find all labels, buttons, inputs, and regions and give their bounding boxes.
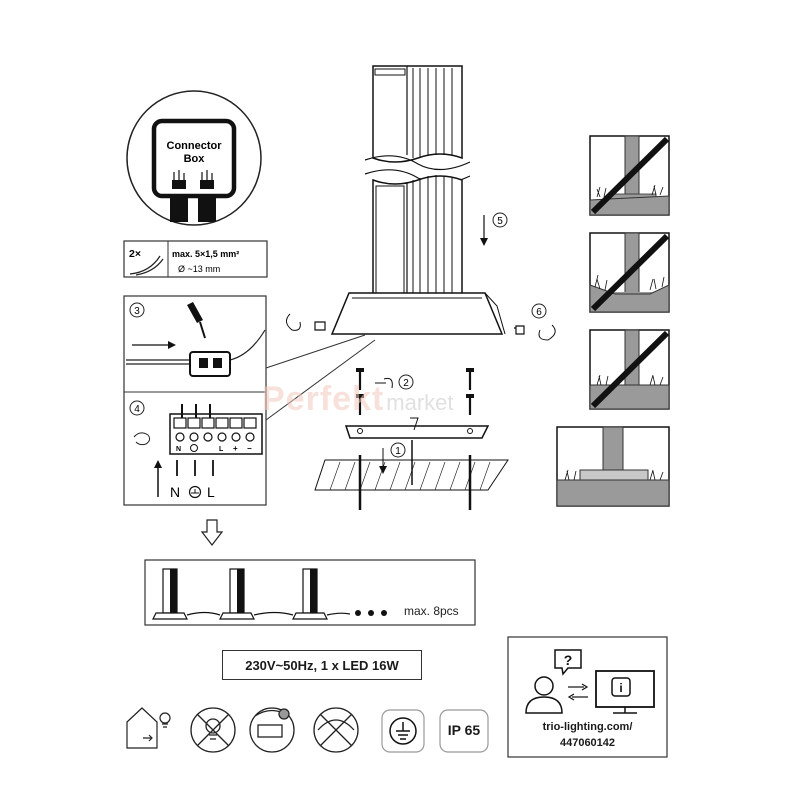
svg-text:i: i — [619, 681, 622, 695]
forbidden-slash-icon — [590, 233, 670, 312]
house-bulb-icon — [126, 707, 171, 749]
connector-box-illustration: Connector Box — [126, 90, 262, 226]
watermark-brand-a: Perfekt — [262, 380, 385, 418]
power-spec-box: 230V~50Hz, 1 x LED 16W — [222, 650, 422, 680]
rotate-step2-icon — [383, 377, 393, 389]
question-bubble-icon — [554, 649, 582, 676]
ip-rating-badge — [439, 709, 489, 753]
wire-right — [229, 329, 266, 361]
rotate-right-icon — [538, 324, 556, 341]
watermark-brand-b: market — [386, 390, 454, 415]
terminal-minus-label: − — [247, 444, 252, 453]
svg-text:?: ? — [564, 652, 573, 668]
grass-marks — [564, 184, 665, 481]
step-6-number: 6 — [536, 307, 542, 318]
light-post-illustration — [330, 65, 506, 335]
step-4-number: 4 — [134, 404, 140, 415]
cable-icon — [129, 255, 164, 276]
person-icon — [525, 676, 563, 714]
forbidden-slash-icon — [590, 136, 670, 215]
terminal-block-step3 — [189, 351, 231, 377]
terminal-block-step4 — [169, 404, 263, 455]
screw-right-icon — [514, 325, 525, 335]
mounting-illustration: 2 1 — [314, 368, 509, 510]
step-2-number: 2 — [403, 378, 409, 389]
wire-n-label: N — [170, 484, 180, 500]
cable-max-section: max. 5×1,5 mm² — [172, 249, 239, 259]
ground-variant-2-forbidden — [589, 232, 670, 313]
cable-diameter: Ø ~13 mm — [178, 264, 220, 274]
terminal-l-label: L — [219, 446, 224, 453]
ground-variant-4-correct — [556, 426, 670, 507]
wiring-panel: 3 4 — [123, 295, 267, 506]
exchange-arrows-icon — [567, 683, 589, 701]
no-dimmer-icon — [313, 707, 359, 753]
terminal-plus-label: + — [233, 444, 238, 453]
screwdriver-icon — [187, 302, 206, 339]
info-monitor-icon: i — [595, 670, 655, 714]
ip-rating-text: IP 65 — [447, 722, 481, 738]
step-5-number: 5 — [497, 216, 503, 227]
support-code: 447060142 — [559, 737, 616, 749]
rotate-left-icon — [286, 313, 301, 331]
wire-earth-icon — [188, 485, 202, 499]
screw-left-icon — [314, 321, 326, 331]
chain-max-label: max. 8pcs — [404, 604, 459, 618]
chain-connection-diagram — [144, 519, 476, 626]
cable-count: 2× — [129, 248, 141, 260]
ground-variant-3-forbidden — [589, 329, 670, 410]
connector-box-label-2: Box — [184, 153, 206, 165]
ground-variant-1-forbidden — [589, 135, 670, 216]
protection-class-earth-icon — [381, 709, 425, 753]
down-arrow-icon — [200, 519, 224, 546]
support-url: trio-lighting.com/ — [542, 721, 633, 733]
forbidden-slash-icon — [590, 330, 670, 409]
support-panel: ? i — [507, 636, 668, 758]
wire-left — [126, 359, 190, 365]
hand-icon — [133, 432, 151, 446]
terminal-earth-icon — [190, 444, 198, 452]
cable-spec-panel: 2× max. 5×1,5 mm² Ø ~13 mm — [123, 240, 268, 278]
wire-l-label: L — [207, 484, 215, 500]
watermark: Perfektmarket — [262, 380, 454, 419]
terminal-n-label: N — [176, 446, 181, 453]
connector-box-label-1: Connector — [167, 140, 223, 152]
replaceable-driver-icon — [249, 707, 295, 753]
no-led-replacement-icon — [190, 707, 236, 753]
step-3-number: 3 — [134, 306, 140, 317]
step-1-number: 1 — [395, 446, 401, 457]
power-spec-text: 230V~50Hz, 1 x LED 16W — [245, 657, 399, 673]
